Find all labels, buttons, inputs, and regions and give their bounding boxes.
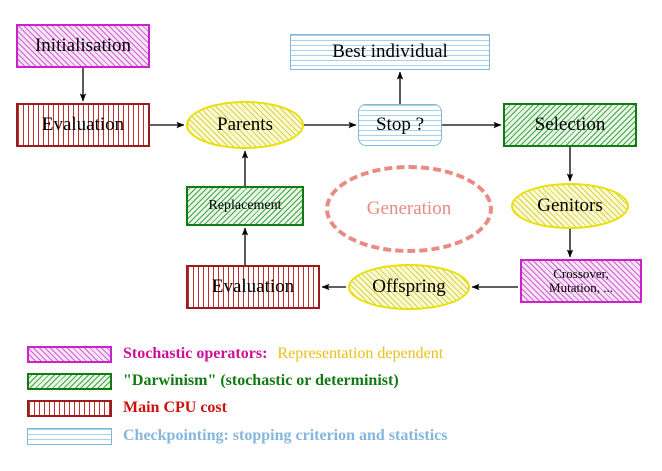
- node-genitors[interactable]: Genitors: [511, 183, 629, 229]
- node-evaluation-top-label: Evaluation: [41, 114, 125, 136]
- node-generation: Generation: [325, 165, 493, 253]
- node-crossover-label-line2: Mutation, ...: [549, 280, 613, 295]
- legend-swatch-green-hatch: [27, 373, 112, 390]
- node-evaluation-bottom-label: Evaluation: [211, 276, 295, 298]
- node-best-individual-label: Best individual: [332, 41, 448, 63]
- node-crossover-label-line1: Crossover,: [553, 266, 609, 282]
- legend-label-stochastic-operators: Stochastic operators: Representation dep…: [123, 342, 443, 366]
- node-best-individual[interactable]: Best individual: [290, 34, 490, 70]
- node-initialisation-label: Initialisation: [34, 35, 132, 57]
- node-offspring[interactable]: Offspring: [348, 264, 470, 310]
- legend-label-main-cpu-cost: Main CPU cost: [123, 396, 227, 420]
- legend-swatch-red-vertical-hatch: [27, 400, 112, 417]
- legend-label-checkpointing-a: Checkpointing: stopping criterion and st…: [123, 427, 448, 444]
- node-selection-label: Selection: [534, 114, 606, 136]
- legend-label-stochastic-operators-a: Stochastic operators:: [123, 345, 268, 362]
- legend-label-darwinism: "Darwinism" (stochastic or determinist): [123, 369, 399, 393]
- node-parents-label: Parents: [217, 114, 273, 136]
- node-parents[interactable]: Parents: [186, 101, 304, 149]
- legend-label-darwinism-a: "Darwinism" (stochastic or determinist): [123, 372, 399, 389]
- node-stop-label: Stop ?: [375, 114, 425, 136]
- legend-label-checkpointing: Checkpointing: stopping criterion and st…: [123, 424, 447, 448]
- node-initialisation[interactable]: Initialisation: [16, 24, 150, 68]
- legend-swatch-blue-horizontal-hatch: [27, 428, 112, 445]
- node-evaluation-bottom[interactable]: Evaluation: [186, 265, 320, 309]
- node-genitors-label: Genitors: [537, 195, 603, 217]
- node-evaluation-top[interactable]: Evaluation: [16, 103, 150, 147]
- node-replacement[interactable]: Replacement: [186, 186, 304, 226]
- node-selection[interactable]: Selection: [503, 103, 637, 147]
- node-crossover-mutation[interactable]: Crossover, Mutation, ...: [520, 259, 642, 303]
- legend-label-stochastic-operators-b: Representation dependent: [277, 345, 444, 362]
- node-stop[interactable]: Stop ?: [358, 104, 442, 146]
- legend-swatch-magenta-hatch: [27, 346, 112, 363]
- node-offspring-label: Offspring: [372, 276, 446, 298]
- legend-label-main-cpu-cost-a: Main CPU cost: [123, 399, 227, 416]
- node-generation-label: Generation: [366, 198, 452, 220]
- node-replacement-label: Replacement: [208, 197, 282, 213]
